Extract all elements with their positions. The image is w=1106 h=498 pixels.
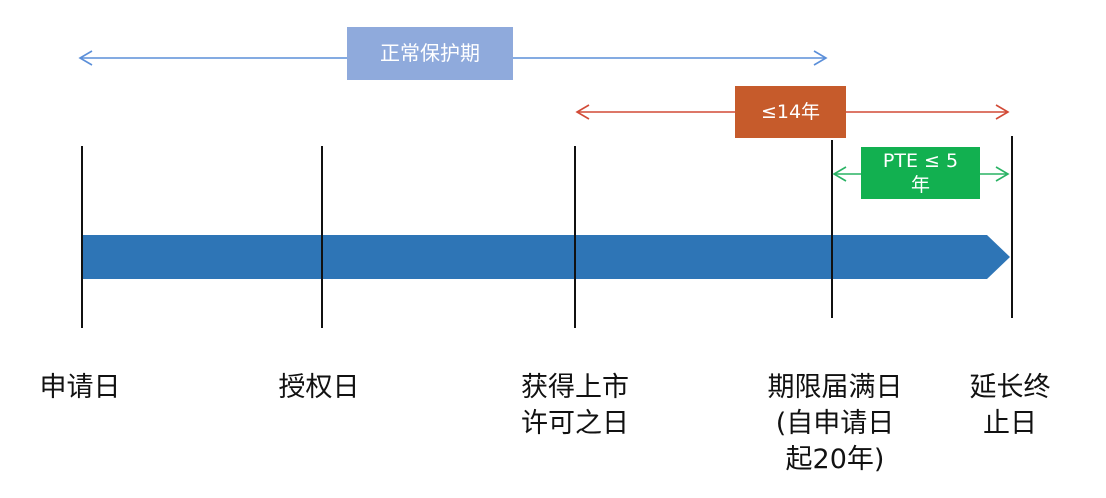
milestone-term-expiry-date: 期限届满日 (自申请日 起20年) <box>767 372 903 475</box>
timeline-bar <box>82 235 1010 279</box>
milestone-grant-date: 授权日 <box>278 372 360 403</box>
max-term-label: ≤14年 <box>760 101 821 123</box>
max-term-box <box>735 86 846 138</box>
milestone-application-date: 申请日 <box>39 372 121 403</box>
pte-label-text: PTE ≤ 5 年 <box>882 150 959 196</box>
normal-protection-box <box>347 27 513 80</box>
milestone-extension-end-date: 延长终 止日 <box>969 372 1051 439</box>
pte-box <box>861 147 980 199</box>
normal-protection-label: 正常保护期 <box>380 41 480 65</box>
milestone-marketing-approval-date: 获得上市 许可之日 <box>521 372 629 439</box>
pte-label: PTE ≤ 5 年 <box>861 147 980 199</box>
